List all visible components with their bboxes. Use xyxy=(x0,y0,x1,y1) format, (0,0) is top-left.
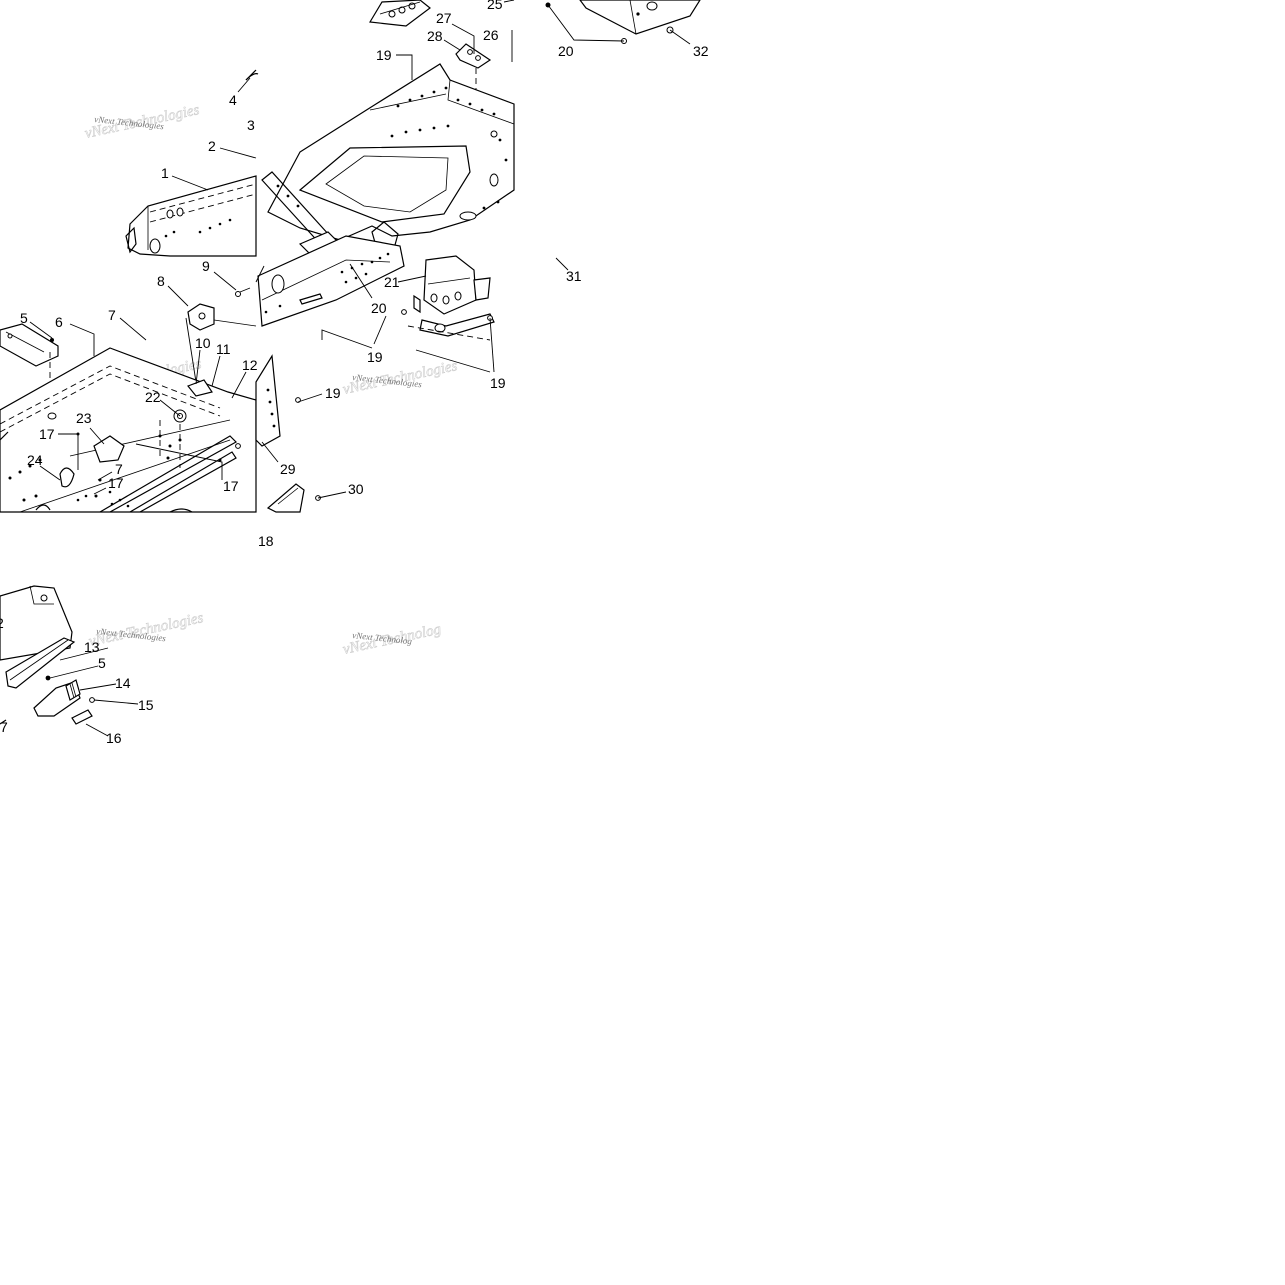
callout-29: 29 xyxy=(280,461,296,477)
callout-17: 17 xyxy=(39,426,55,442)
callout-25: 25 xyxy=(487,0,503,12)
callout-6: 6 xyxy=(55,314,63,330)
callout-10: 10 xyxy=(195,335,211,351)
callout-31: 31 xyxy=(566,268,582,284)
parts xyxy=(0,0,701,725)
callout-7: 7 xyxy=(0,719,8,735)
callout-19: 19 xyxy=(376,47,392,63)
top-right-cover xyxy=(545,0,701,44)
top-bracket-25 xyxy=(369,0,431,27)
callout-7: 7 xyxy=(108,307,116,323)
callout-2: 2 xyxy=(0,615,4,631)
callout-labels: 1 2 3 4 5 5 6 7 7 7 8 9 10 11 12 2 13 14… xyxy=(0,0,709,746)
callout-28: 28 xyxy=(427,28,443,44)
callout-12: 12 xyxy=(242,357,258,373)
callout-17: 17 xyxy=(223,478,239,494)
mid-panel xyxy=(235,235,405,327)
callout-16: 16 xyxy=(106,730,122,746)
callout-2: 2 xyxy=(208,138,216,154)
callout-4: 4 xyxy=(229,92,237,108)
callout-8: 8 xyxy=(157,273,165,289)
callout-9: 9 xyxy=(202,258,210,274)
bracket-21 xyxy=(401,255,495,341)
callout-14: 14 xyxy=(115,675,131,691)
callout-20: 20 xyxy=(371,300,387,316)
callout-23: 23 xyxy=(76,410,92,426)
callout-15: 15 xyxy=(138,697,154,713)
callout-21: 21 xyxy=(384,274,400,290)
strip-30 xyxy=(266,483,321,513)
left-rail xyxy=(125,69,259,257)
callout-18: 18 xyxy=(258,533,274,549)
tunnel-top xyxy=(261,63,515,257)
lower-assembly xyxy=(0,585,95,725)
callout-17: 17 xyxy=(108,475,124,491)
callout-32: 32 xyxy=(693,43,709,59)
callout-24: 24 xyxy=(27,452,43,468)
callout-11: 11 xyxy=(216,341,231,357)
bracket-8 xyxy=(185,303,257,383)
callout-22: 22 xyxy=(145,389,161,405)
callout-19: 19 xyxy=(490,375,506,391)
side-plate-29 xyxy=(235,354,301,449)
callout-13: 13 xyxy=(84,639,100,655)
callout-30: 30 xyxy=(348,481,364,497)
leader-lines xyxy=(29,0,691,737)
callout-20: 20 xyxy=(558,43,574,59)
channel-6 xyxy=(0,323,59,410)
callout-26: 26 xyxy=(483,27,499,43)
callout-1: 1 xyxy=(161,165,169,181)
callout-5: 5 xyxy=(20,310,28,326)
main-frame xyxy=(0,347,257,513)
callout-5: 5 xyxy=(98,655,106,671)
callout-3: 3 xyxy=(247,117,255,133)
callout-7: 7 xyxy=(115,461,123,477)
callout-19: 19 xyxy=(325,385,341,401)
callout-27: 27 xyxy=(436,10,452,26)
callout-19: 19 xyxy=(367,349,383,365)
hinge-28 xyxy=(455,43,492,108)
